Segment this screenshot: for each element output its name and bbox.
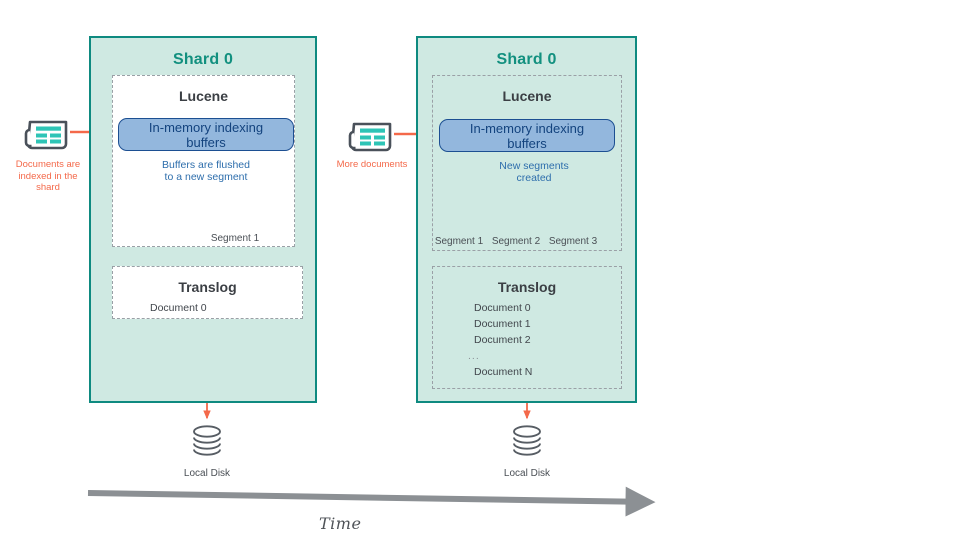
segment-label: Segment 1 (434, 236, 484, 247)
buffer-label-line-1: In-memory indexing buffers (469, 120, 585, 151)
local-disk-label: Local Disk (503, 468, 551, 479)
database-disk-icon (513, 425, 541, 456)
shard-panel-stage-2 (416, 36, 637, 403)
translog-entry-label: Document 2 (474, 334, 531, 346)
local-disk-label: Local Disk (183, 468, 231, 479)
segment-label: Segment 2 (491, 236, 541, 247)
buffer-label-line-2: buffers (507, 135, 547, 151)
translog-entry-label: Document N (474, 366, 533, 378)
translog-title: Translog (497, 279, 557, 295)
buffer-label-line-2: buffers (186, 134, 226, 150)
database-disk-icon (193, 425, 221, 456)
in-memory-indexing-buffer[interactable]: In-memory indexing buffers (439, 119, 615, 152)
source-label-stage-2: More documents (336, 159, 408, 170)
shard-title: Shard 0 (496, 51, 557, 68)
translog-entry-label: Document 0 (150, 302, 207, 314)
newspaper-document-icon (24, 120, 68, 150)
buffer-label-line-1: In-memory indexing buffers (148, 119, 264, 150)
time-axis-arrow (87, 486, 656, 517)
translog-entry: Document 0 (150, 302, 207, 314)
translog-entry: Document 1 (474, 318, 531, 330)
translog-entry: Document N (474, 366, 532, 378)
lucene-title: Lucene (178, 88, 228, 104)
translog-entry: Document 2 (474, 334, 531, 346)
newspaper-document-icon (348, 122, 392, 152)
lucene-title: Lucene (502, 88, 552, 104)
flush-note-stage-1: Buffers are flushed to a new segment (162, 159, 250, 183)
source-label-stage-1: Documents are indexed in the shard (15, 159, 81, 193)
translog-title: Translog (178, 279, 237, 295)
translog-box-stage-2 (432, 266, 622, 389)
translog-entry: Document 0 (474, 302, 531, 314)
in-memory-indexing-buffer[interactable]: In-memory indexing buffers (118, 118, 294, 151)
translog-entry-label: Document 1 (474, 318, 531, 330)
translog-box-stage-1 (112, 266, 303, 319)
segment-label: Segment 3 (548, 236, 598, 247)
segment-label: Segment 1 (210, 233, 260, 244)
lucene-box-stage-1 (112, 75, 295, 247)
translog-entry-ellipsis: ... (468, 350, 480, 362)
flush-note-stage-2: New segments created (499, 160, 569, 184)
shard-title: Shard 0 (172, 51, 234, 68)
translog-entry-label: Document 0 (474, 302, 531, 314)
time-axis-label: Time (319, 514, 362, 533)
lucene-box-stage-2 (432, 75, 622, 251)
